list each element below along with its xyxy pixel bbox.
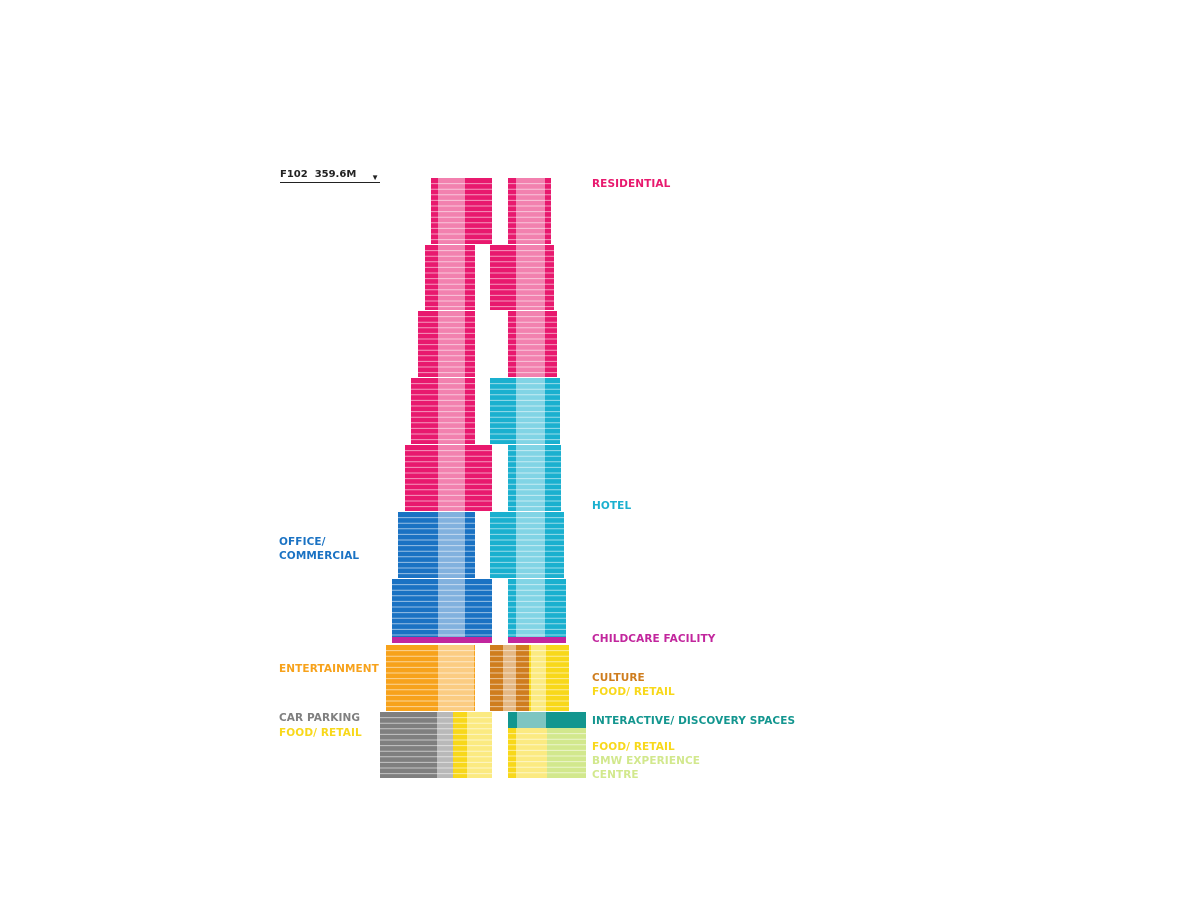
height-marker-label: F102 359.6M xyxy=(280,169,356,180)
label-hotel: HOTEL xyxy=(592,500,632,512)
left-office-block-2-core xyxy=(438,579,465,637)
right-bmw-block xyxy=(547,728,586,778)
label-office-commercial: OFFICE/ COMMERCIAL xyxy=(279,536,360,562)
right-food-retail-block-lower-core xyxy=(516,728,547,778)
label-car-parking: CAR PARKING xyxy=(279,712,361,724)
right-residential-block-2-core xyxy=(516,245,545,310)
label-food-retail-lower: FOOD/ RETAIL xyxy=(592,741,675,753)
right-childcare-strip xyxy=(508,637,566,643)
label-food-retail-left: FOOD/ RETAIL xyxy=(279,727,362,739)
label-residential: RESIDENTIAL xyxy=(592,178,671,190)
down-triangle-icon: ▼ xyxy=(371,173,379,182)
label-bmw-experience-centre: BMW EXPERIENCE CENTRE xyxy=(592,755,701,781)
tower-height: 359.6M xyxy=(314,169,357,180)
label-culture: CULTURE xyxy=(592,672,645,684)
left-residential-block-2-core xyxy=(438,245,465,310)
floor-number: F102 xyxy=(280,169,308,180)
right-interactive-core xyxy=(517,712,546,728)
left-childcare-strip xyxy=(392,637,492,643)
right-hotel-block-4-core xyxy=(516,579,545,637)
label-entertainment: ENTERTAINMENT xyxy=(279,663,379,675)
height-marker: F102 359.6M ▼ xyxy=(280,169,380,183)
label-childcare-facility: CHILDCARE FACILITY xyxy=(592,633,716,645)
label-interactive-discovery: INTERACTIVE/ DISCOVERY SPACES xyxy=(592,715,796,727)
label-food-retail-upper: FOOD/ RETAIL xyxy=(592,686,675,698)
